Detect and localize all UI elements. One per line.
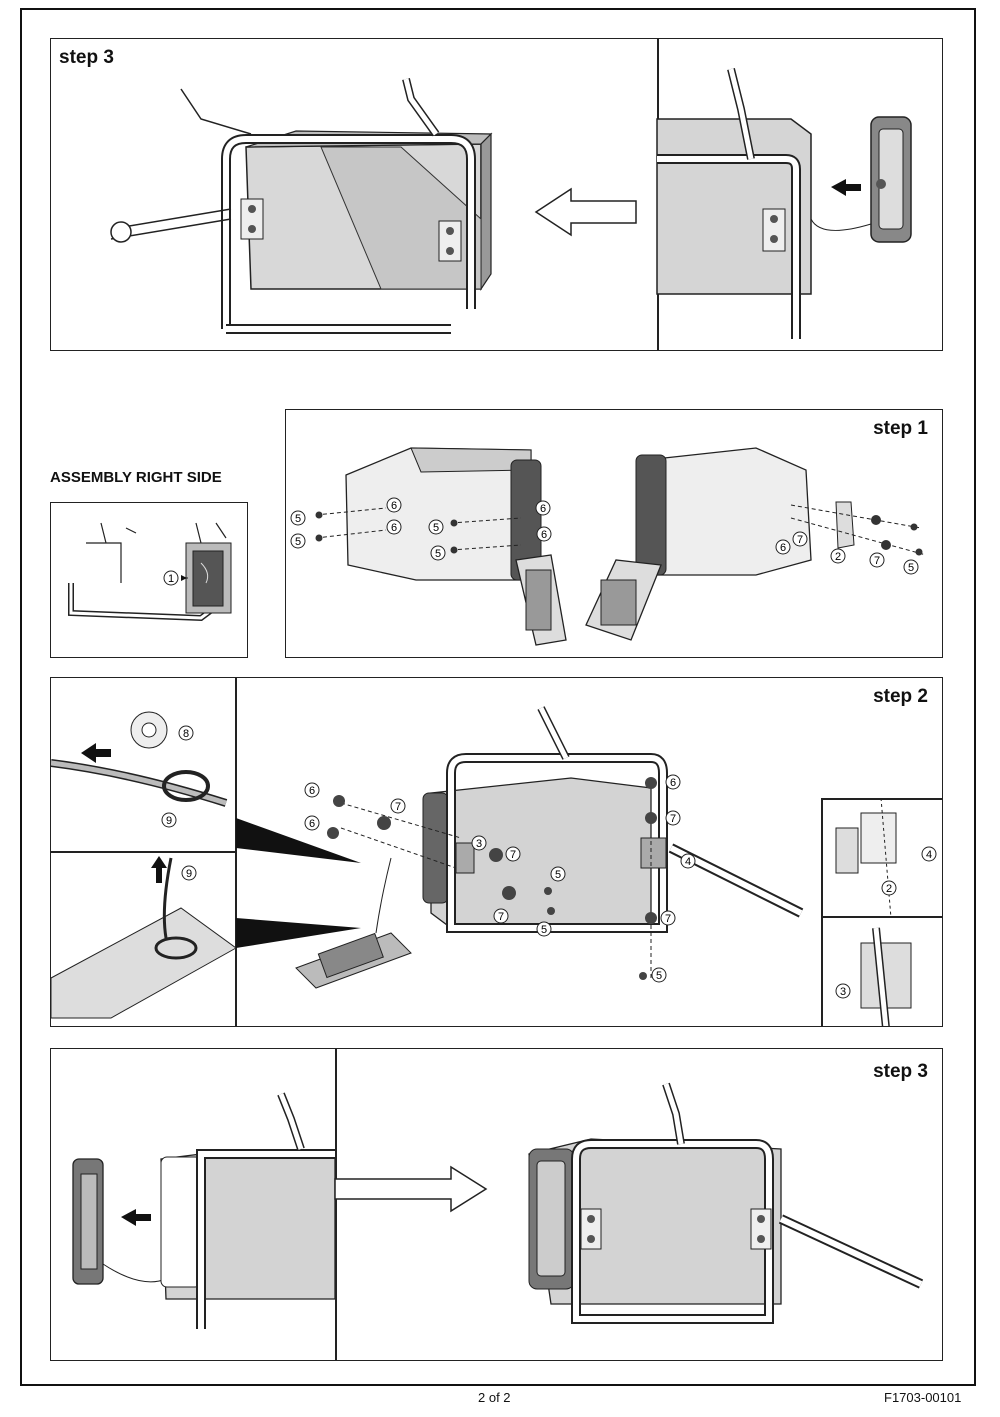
assembly-right-side-heading: ASSEMBLY RIGHT SIDE — [50, 469, 222, 486]
callout-4: 4 — [926, 849, 932, 861]
page-frame — [20, 8, 976, 1386]
callout-5: 5 — [433, 522, 439, 534]
step1-panel: 5 5 6 6 5 5 6 6 6 7 2 7 5 step 1 — [285, 409, 943, 658]
callout-7: 7 — [670, 813, 676, 825]
callout-5: 5 — [541, 924, 547, 936]
panel-divider — [335, 1049, 337, 1360]
callout-5: 5 — [656, 970, 662, 982]
step-label: step 3 — [873, 1061, 928, 1082]
panel-divider — [51, 851, 236, 853]
callout-4: 4 — [685, 856, 691, 868]
callout-6: 6 — [541, 529, 547, 541]
step1-callouts: 5 5 6 6 5 5 6 6 6 7 2 7 5 — [290, 497, 919, 575]
callout-9: 9 — [166, 815, 172, 827]
panel-divider — [821, 916, 942, 918]
callout-5: 5 — [295, 536, 301, 548]
step1-illustration: 5 5 6 6 5 5 6 6 6 7 2 7 5 — [290, 447, 927, 646]
step2-illustration: 8 9 9 6 6 7 3 7 5 7 5 6 7 4 7 5 4 2 3 — [51, 706, 937, 1026]
callout-7: 7 — [797, 534, 803, 546]
step-label: step 1 — [873, 418, 928, 439]
step-label: step 2 — [873, 686, 928, 707]
callout-3: 3 — [476, 838, 482, 850]
callout-6: 6 — [309, 785, 315, 797]
overview-illustration: 1 — [68, 522, 232, 622]
callout-6: 6 — [391, 522, 397, 534]
callout-9: 9 — [186, 868, 192, 880]
page-number: 2 of 2 — [478, 1390, 511, 1405]
callout-6: 6 — [780, 542, 786, 554]
callout-7: 7 — [874, 555, 880, 567]
callout-7: 7 — [395, 801, 401, 813]
bottom-step3-illustration — [72, 1082, 924, 1329]
top-step3-panel: step 3 — [50, 38, 943, 351]
overview-panel: 1 — [50, 502, 248, 658]
step2-callouts: 8 9 9 6 6 7 3 7 5 7 5 6 7 4 7 5 4 2 3 — [161, 725, 937, 999]
step2-panel: 8 9 9 6 6 7 3 7 5 7 5 6 7 4 7 5 4 2 3 st… — [50, 677, 943, 1027]
callout-7: 7 — [665, 913, 671, 925]
callout-6: 6 — [540, 503, 546, 515]
callout-7: 7 — [498, 911, 504, 923]
panel-divider — [821, 798, 823, 1026]
callout-6: 6 — [391, 500, 397, 512]
callout-1: 1 — [168, 573, 174, 585]
callout-2: 2 — [886, 883, 892, 895]
callout-8: 8 — [183, 728, 189, 740]
callout-6: 6 — [309, 818, 315, 830]
step-label: step 3 — [59, 47, 114, 68]
top-step3-illustration — [110, 68, 912, 339]
callout-3: 3 — [840, 986, 846, 998]
callout-5: 5 — [295, 513, 301, 525]
callout-5: 5 — [435, 548, 441, 560]
callout-7: 7 — [510, 849, 516, 861]
callout-5: 5 — [908, 562, 914, 574]
bottom-step3-panel: step 3 — [50, 1048, 943, 1361]
callout-5: 5 — [555, 869, 561, 881]
callout-2: 2 — [835, 551, 841, 563]
document-code: F1703-00101 — [884, 1390, 962, 1405]
callout-6: 6 — [670, 777, 676, 789]
